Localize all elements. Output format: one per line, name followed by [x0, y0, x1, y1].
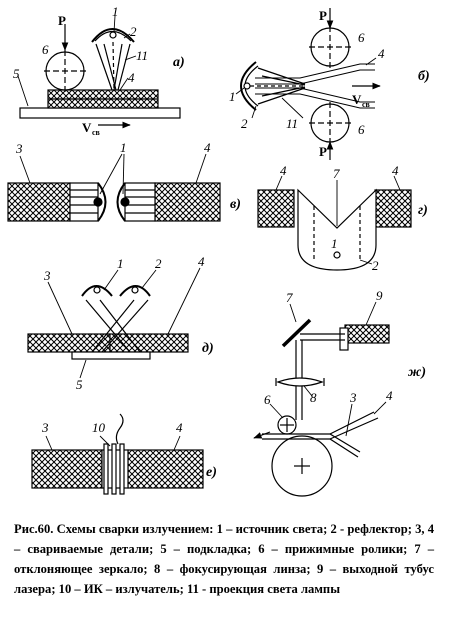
callout-9: 9 [376, 288, 383, 303]
pressure-roller-6 [44, 50, 86, 92]
workpiece-3 [27, 333, 111, 353]
callout-2: 2 [155, 256, 162, 271]
callout-1: 1 [112, 4, 119, 19]
roller-6 [277, 415, 297, 435]
light-projection-11 [95, 41, 131, 91]
callout-4: 4 [176, 420, 183, 435]
panel-b [235, 8, 381, 160]
callout-4-left: 4 [280, 163, 287, 178]
callout-6: 6 [264, 392, 271, 407]
callout-3: 3 [15, 141, 23, 156]
label-p: P [58, 13, 66, 28]
callout-3: 3 [349, 390, 357, 405]
callout-1: 1 [331, 236, 338, 251]
drum-roller [271, 435, 333, 497]
figure-caption: Рис.60. Схемы сварки излучением: 1 – ист… [14, 522, 434, 596]
strip-4 [329, 411, 379, 440]
side-light-projection-11 [250, 67, 306, 105]
side-light-source-1 [243, 82, 251, 90]
fibre-guide-7 [297, 188, 377, 271]
crossed-beams [85, 299, 149, 353]
deflecting-mirror-7 [281, 318, 312, 348]
callout-8: 8 [310, 390, 317, 405]
callout-2: 2 [372, 258, 379, 273]
backing-plate-5 [19, 107, 181, 119]
callout-1: 1 [120, 140, 127, 155]
panel-a [17, 15, 181, 129]
callout-4: 4 [378, 46, 385, 61]
lamp-left-1 [81, 285, 113, 297]
upper-roller-6 [309, 26, 351, 68]
callout-2: 2 [130, 24, 137, 39]
fibre-bundle-right [124, 182, 156, 222]
panel-v [7, 153, 221, 222]
lamp-reflector-2 [91, 28, 135, 43]
lamp-right-2 [119, 285, 151, 297]
plate-right-4 [374, 189, 412, 228]
workpiece-3 [31, 449, 103, 489]
callout-5: 5 [76, 377, 83, 392]
label-v: V [82, 120, 92, 135]
callout-6-bottom: 6 [358, 122, 365, 137]
panel-d [27, 267, 201, 379]
callout-4: 4 [204, 140, 211, 155]
panel-label-a: а) [173, 55, 185, 70]
panel-label-d: д) [202, 341, 214, 356]
edge-lamp-left-1 [93, 182, 107, 222]
lower-roller-6 [309, 102, 351, 144]
backing-plate-5 [71, 351, 151, 360]
panel-g [257, 175, 412, 271]
laser-tube-9 [300, 324, 390, 351]
label-p-top: P [319, 8, 327, 23]
callout-4-right: 4 [392, 163, 399, 178]
fibre-bundle-left [69, 182, 99, 222]
plate-left-4 [257, 189, 295, 228]
focusing-lens-8 [275, 377, 325, 387]
side-reflector-2 [240, 61, 259, 111]
label-v: V [352, 92, 362, 107]
callout-3: 3 [41, 420, 49, 435]
panel-label-g: г) [418, 203, 428, 218]
ir-emitter-10 [101, 413, 129, 495]
callout-6-top: 6 [358, 30, 365, 45]
callout-4: 4 [386, 388, 393, 403]
workpiece-4 [154, 182, 221, 222]
callout-7: 7 [286, 290, 293, 305]
panel-label-v: в) [230, 197, 241, 212]
label-p-bottom: P [319, 144, 327, 159]
panel-label-b: б) [418, 69, 430, 84]
strip-lower-4 [255, 87, 375, 109]
callout-11: 11 [136, 48, 148, 63]
callout-5: 5 [13, 66, 20, 81]
callout-1: 1 [229, 89, 236, 104]
label-v-subscript: св [362, 100, 371, 109]
rotation-arrow [253, 431, 271, 439]
light-source-1 [333, 251, 341, 259]
callout-11: 11 [286, 116, 298, 131]
callout-1: 1 [117, 256, 124, 271]
callout-2: 2 [241, 116, 248, 131]
light-source-1 [109, 31, 117, 39]
strip-upper-4 [255, 63, 375, 85]
callout-6: 6 [42, 42, 49, 57]
callout-3: 3 [43, 268, 51, 283]
panel-label-e: е) [206, 465, 217, 480]
panel-label-zh: ж) [408, 365, 426, 380]
callout-7: 7 [333, 166, 340, 181]
workpiece-3 [7, 182, 71, 222]
callout-4: 4 [198, 254, 205, 269]
workpiece-4 [127, 449, 204, 489]
panel-e [31, 413, 204, 495]
label-v-subscript: св [92, 128, 101, 137]
panel-zh [253, 301, 390, 497]
callout-10: 10 [92, 420, 106, 435]
callout-4: 4 [128, 70, 135, 85]
